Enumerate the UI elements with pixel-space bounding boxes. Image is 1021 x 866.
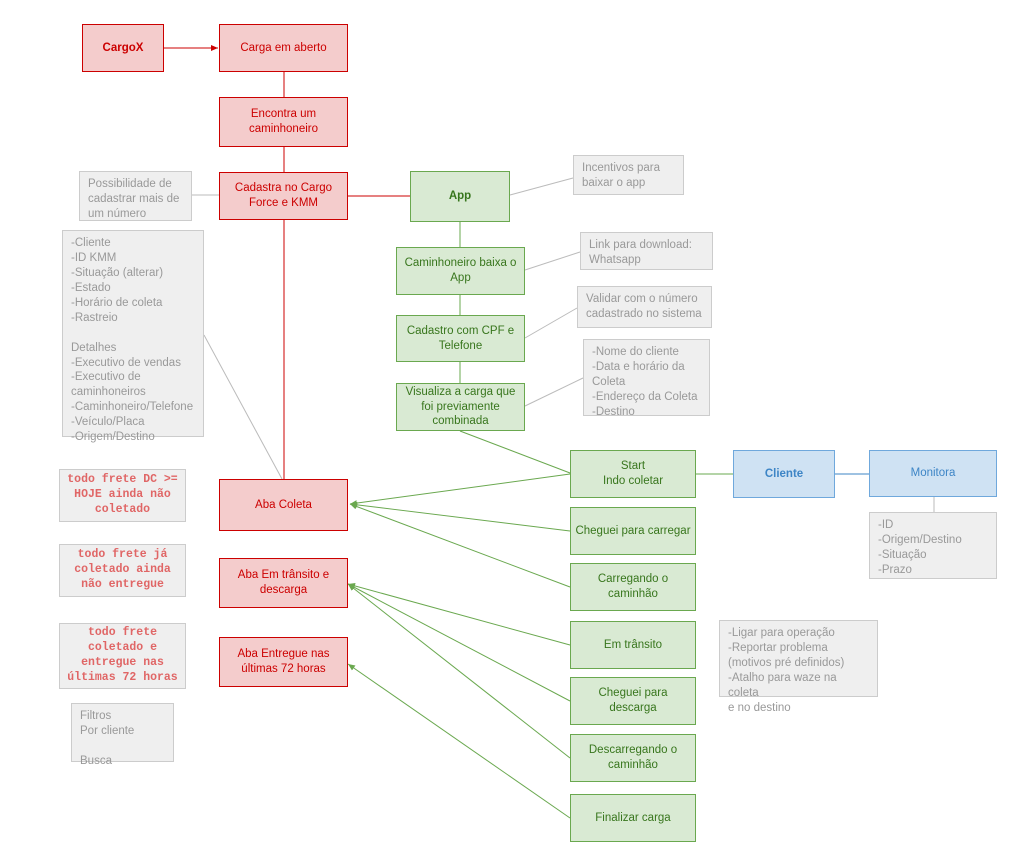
encontra-caminhoneiro-node: Encontra um caminhoneiro — [219, 97, 348, 147]
arrow-start-coleta — [349, 473, 571, 507]
arrow-carregando-coleta — [349, 503, 571, 588]
validar-note: Validar com o número cadastrado no siste… — [577, 286, 712, 328]
filtros-note: Filtros Por cliente Busca — [71, 703, 174, 767]
arrow-descarregando-aba — [347, 583, 571, 759]
todo-coletado-note: todo frete já coletado ainda não entregu… — [59, 544, 186, 597]
arrow-descarga-aba — [347, 583, 571, 702]
cliente-node: Cliente — [733, 450, 835, 498]
carga-em-aberto-node: Carga em aberto — [219, 24, 348, 72]
detalhes-carga-note: -Nome do cliente -Data e horário da Cole… — [583, 339, 710, 418]
em-transito-node: Em trânsito — [570, 621, 696, 669]
cheguei-descarga-node: Cheguei para descarga — [570, 677, 696, 725]
aba-em-transito-node: Aba Em trânsito e descarga — [219, 558, 348, 608]
finalizar-carga-node: Finalizar carga — [570, 794, 696, 842]
cadastro-cpf-node: Cadastro com CPF e Telefone — [396, 315, 525, 362]
visualiza-carga-node: Visualiza a carga que foi previamente co… — [396, 383, 525, 431]
connector-validar — [524, 307, 578, 339]
arrow-cheguei-coleta — [349, 501, 571, 532]
acoes-note: -Ligar para operação -Reportar problema … — [719, 620, 878, 714]
arrow-finalizar-entregue — [347, 663, 571, 819]
monitora-lista-note: -ID -Origem/Destino -Situação -Prazo — [869, 512, 997, 579]
connector-detalhes — [524, 377, 584, 407]
app-node: App — [410, 171, 510, 222]
arrow-transito-aba — [347, 582, 571, 646]
campos-lista-note: -Cliente -ID KMM -Situação (alterar) -Es… — [62, 230, 204, 443]
start-node: Start Indo coletar — [570, 450, 696, 498]
incentivos-note: Incentivos para baixar o app — [573, 155, 684, 195]
todo-dc-note: todo frete DC >= HOJE ainda não coletado — [59, 469, 186, 522]
cadastra-cargo-force-node: Cadastra no Cargo Force e KMM — [219, 172, 348, 220]
carregando-node: Carregando o caminhão — [570, 563, 696, 611]
aba-entregue-node: Aba Entregue nas últimas 72 horas — [219, 637, 348, 687]
possibilidade-note: Possibilidade de cadastrar mais de um nú… — [79, 171, 192, 221]
descarregando-node: Descarregando o caminhão — [570, 734, 696, 782]
monitora-node: Monitora — [869, 450, 997, 497]
connector-visualiza-start — [459, 430, 571, 474]
connector-campos-lista — [203, 334, 283, 480]
cheguei-carregar-node: Cheguei para carregar — [570, 507, 696, 555]
connector-link — [524, 251, 581, 271]
aba-coleta-node: Aba Coleta — [219, 479, 348, 531]
caminhoneiro-baixa-node: Caminhoneiro baixa o App — [396, 247, 525, 295]
todo-entregue-note: todo frete coletado e entregue nas últim… — [59, 623, 186, 689]
connector-incentivos — [509, 177, 574, 196]
cargox-node: CargoX — [82, 24, 164, 72]
link-download-note: Link para download: Whatsapp — [580, 232, 713, 270]
